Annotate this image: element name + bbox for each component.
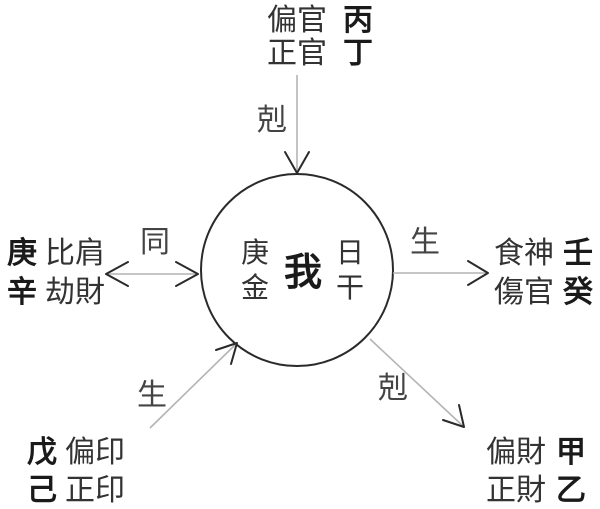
center-self: 我 [284,250,322,294]
center-gan: 干 [336,271,364,304]
bottom-left-relation: 生 [137,378,167,413]
bottom-right-god-2: 正財 [486,473,546,508]
bottom-right-god-1: 偏財 [486,435,546,470]
bottom-right-arrow-line [369,338,465,428]
right-relation: 生 [410,225,440,260]
bottom-left-god-1: 偏印 [65,435,125,470]
bottom-left-god-2: 正印 [65,473,125,508]
left-relation: 同 [140,225,170,260]
right-stem-2: 癸 [562,275,594,310]
left-stem-1: 庚 [7,236,37,271]
left-arrowhead-left [105,261,129,287]
bottom-right-relation: 剋 [378,371,408,406]
top-relation: 剋 [257,103,287,138]
bottom-left-arrowhead [215,342,238,365]
top-god-2: 正官 [267,36,327,71]
bottom-right-stem-1: 甲 [556,435,586,470]
left-god-2: 劫財 [45,275,105,310]
right-arrowhead [467,260,489,286]
left-god-1: 比肩 [45,236,105,271]
top-arrowhead [284,151,310,174]
center-stem: 庚 [241,236,269,269]
right-god-1: 食神 [494,236,554,271]
bottom-left-arrow-line [149,343,237,429]
bottom-right-stem-2: 乙 [556,473,586,508]
center-element: 金 [241,271,269,304]
bottom-left-stem-2: 己 [27,473,57,508]
bottom-left-stem-1: 戊 [27,435,57,470]
right-stem-1: 壬 [563,236,593,271]
top-stem-2: 丁 [343,36,373,71]
top-stem-1: 丙 [343,3,373,38]
right-god-2: 傷官 [494,275,554,310]
center-day: 日 [336,236,364,269]
top-god-1: 偏官 [267,3,327,38]
day-master-circle [200,173,394,367]
bottom-right-arrowhead [442,404,465,428]
left-arrowhead-right [175,261,199,287]
left-stem-2: 辛 [7,275,37,310]
